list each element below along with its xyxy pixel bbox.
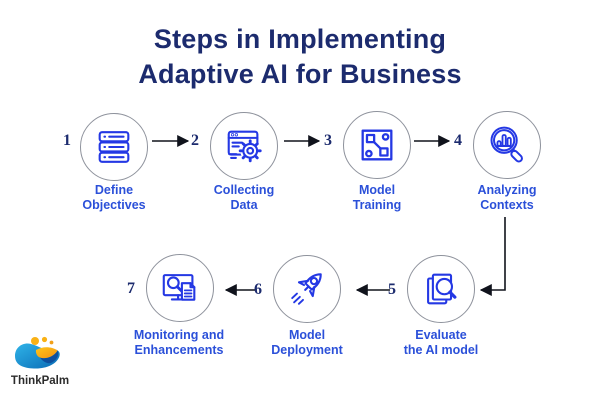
rocket-icon	[286, 268, 328, 310]
step-7-number: 7	[127, 280, 135, 297]
step-7-label: Monitoring and Enhancements	[133, 328, 225, 357]
step-2-number: 2	[191, 132, 199, 149]
magnifier-bar-chart-icon	[486, 124, 528, 166]
step-5-number: 5	[388, 281, 396, 298]
step-6-label: Model Deployment	[271, 328, 343, 357]
browser-gear-icon	[223, 125, 265, 167]
step-3-number: 3	[324, 132, 332, 149]
network-nodes-icon	[356, 124, 398, 166]
documents-magnifier-icon	[420, 268, 462, 310]
step-1-circle	[80, 113, 148, 181]
step-2-label: Collecting Data	[213, 183, 275, 212]
step-3-label: Model Training	[352, 183, 402, 212]
thinkpalm-logo-text: ThinkPalm	[10, 375, 70, 387]
step-4-label: Analyzing Contexts	[477, 183, 537, 212]
step-7-circle	[146, 254, 214, 322]
database-servers-icon	[93, 126, 135, 168]
thinkpalm-logo-icon	[15, 336, 60, 369]
step-5-circle	[407, 255, 475, 323]
step-1-number: 1	[63, 132, 71, 149]
page-title: Steps in Implementing Adaptive AI for Bu…	[0, 22, 600, 92]
step-4-circle	[473, 111, 541, 179]
monitor-document-icon	[159, 267, 201, 309]
step-6-number: 6	[254, 281, 262, 298]
arrow-step4-step5	[479, 217, 506, 296]
step-6-circle	[273, 255, 341, 323]
step-5-label: Evaluate the AI model	[403, 328, 479, 357]
page-title-line2: Adaptive AI for Business	[138, 59, 462, 89]
step-3-circle	[343, 111, 411, 179]
page-title-line1: Steps in Implementing	[153, 24, 447, 54]
step-2-circle	[210, 112, 278, 180]
step-1-label: Define Objectives	[82, 183, 146, 212]
step-4-number: 4	[454, 132, 462, 149]
